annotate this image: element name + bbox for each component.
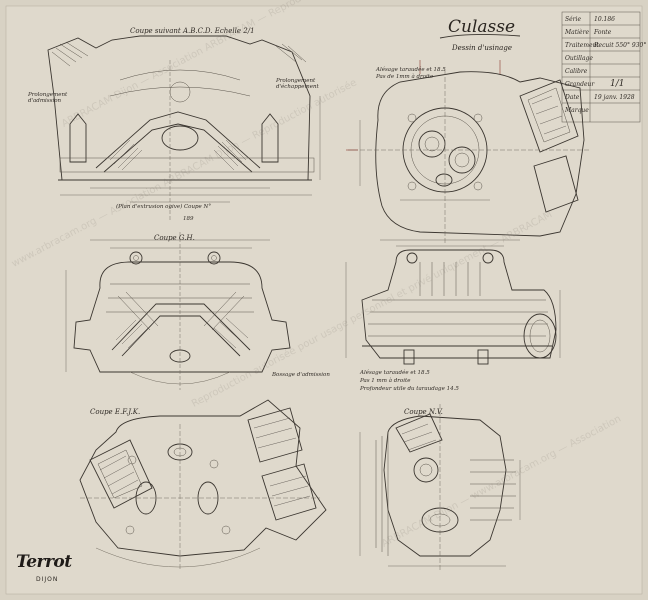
annotation-note-5: Profondeur utile du taraudage 14.5 xyxy=(360,386,459,392)
title-block-frame xyxy=(561,11,641,123)
tb-value: Fonte xyxy=(594,29,612,36)
view-caption-abcd: Coupe suivant A.B.C.D. Echelle 2/1 xyxy=(130,27,255,35)
annotation-echappement: Prolongement d'échappement xyxy=(276,78,319,90)
view-caption-gh: Coupe G.H. xyxy=(154,234,195,242)
annotation-plan: (Plan d'extrusion ogive) Coupe N° xyxy=(116,204,212,210)
view-coupe-efjk xyxy=(79,399,327,570)
tb-label: Grandeur xyxy=(565,81,595,88)
terrot-logo: Terrot xyxy=(16,552,72,572)
tb-label: Calibre xyxy=(565,68,588,75)
annotation-admission: Prolongement d'admission xyxy=(28,92,68,104)
tb-label: Marque xyxy=(565,107,589,114)
section-markers xyxy=(346,60,501,151)
tb-value: Recuit 550° 930° xyxy=(594,42,647,49)
tb-label: Série xyxy=(565,16,581,23)
annotation-note-1: Alésage taraudée et 18.5 xyxy=(376,67,446,73)
annotation-dim: 189 xyxy=(183,216,194,222)
brand-city: DIJON xyxy=(36,576,59,583)
tb-label: Outillage xyxy=(565,55,593,62)
tb-value: 19 janv. 1928 xyxy=(594,94,635,101)
annotation-bossage: Bossage d'admission xyxy=(272,372,330,378)
tb-value: 10.186 xyxy=(594,16,615,23)
view-coupe-gh xyxy=(65,232,291,390)
tb-label: Matière xyxy=(565,29,590,36)
annotation-note-4: Pas 1 mm à droite xyxy=(360,378,411,384)
annotation-note-2: Pas de 1mm à droite xyxy=(376,74,434,80)
view-caption-efjk: Coupe E.F.J.K. xyxy=(90,408,141,416)
drawing-subtitle: Dessin d'usinage xyxy=(452,44,512,52)
drawing-title: Culasse xyxy=(448,17,516,37)
annotation-note-3: Alésage taraudée et 18.5 xyxy=(360,370,430,376)
view-caption-nv: Coupe N.V. xyxy=(404,408,443,416)
tb-value: 1/1 xyxy=(610,79,625,89)
view-elevation xyxy=(345,239,561,365)
view-coupe-abcd xyxy=(47,35,321,220)
view-plan-top xyxy=(348,70,590,244)
tb-label: Traitement xyxy=(565,42,599,49)
view-coupe-nv xyxy=(359,404,521,572)
tb-label: Date xyxy=(565,94,580,101)
